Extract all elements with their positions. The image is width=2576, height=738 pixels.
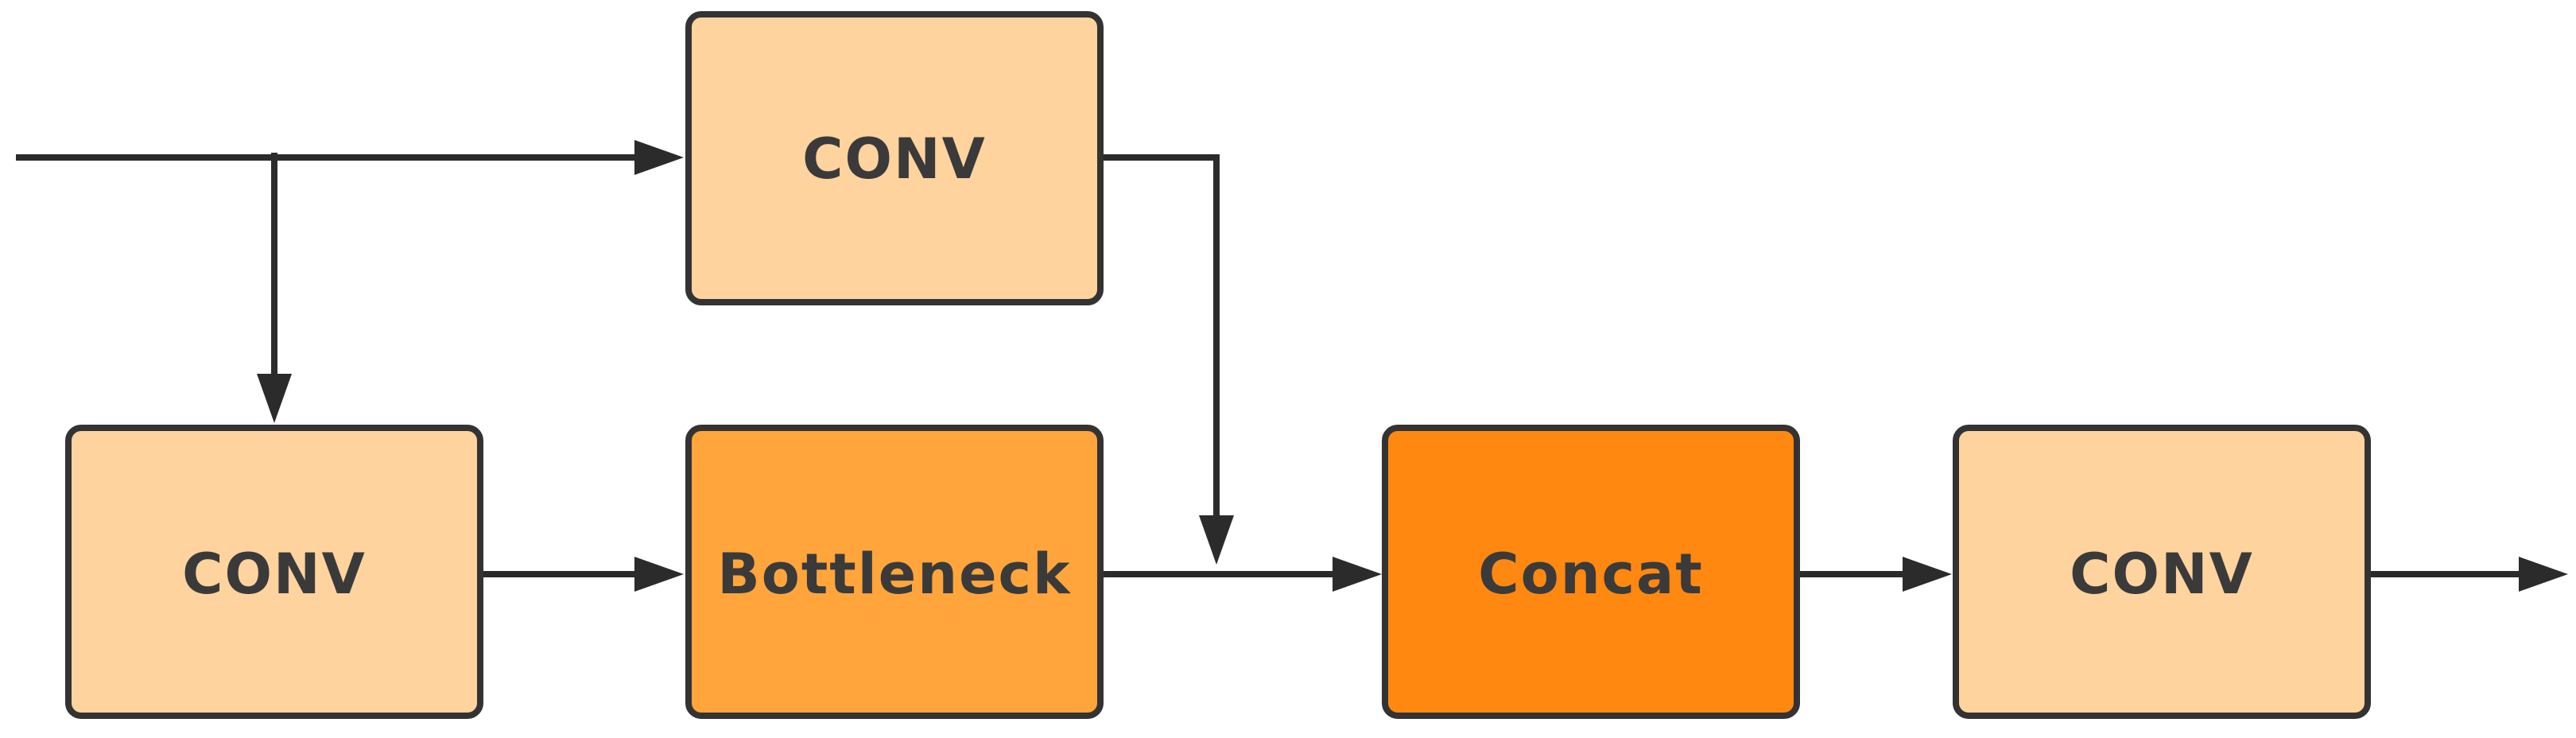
arrowhead-concat	[1333, 557, 1382, 592]
arrowhead-output	[2519, 557, 2568, 592]
concat-label: Concat	[1478, 542, 1704, 607]
conv-top-box	[685, 11, 1104, 305]
node-bottleneck: Bottleneck	[685, 425, 1104, 719]
conv-left-label: CONV	[182, 542, 367, 607]
arrowhead-conv-left	[257, 374, 292, 423]
conv-top-label: CONV	[802, 126, 987, 192]
node-conv-top: CONV	[685, 11, 1104, 305]
arrowhead-junction	[1199, 515, 1234, 565]
conv-right-label: CONV	[2070, 542, 2254, 607]
bottleneck-label: Bottleneck	[717, 542, 1071, 607]
node-conv-right: CONV	[1953, 425, 2371, 719]
node-concat: Concat	[1382, 425, 1800, 719]
edge-conv-top-to-junction	[1101, 154, 1220, 517]
conv-left-box	[65, 425, 483, 719]
conv-right-box	[1953, 425, 2371, 719]
concat-box	[1382, 425, 1800, 719]
arrowhead-conv-top	[634, 140, 684, 175]
arrowhead-bottleneck	[634, 557, 684, 592]
bottleneck-box	[685, 425, 1104, 719]
arrowhead-conv-right	[1903, 557, 1952, 592]
edges	[16, 140, 2568, 592]
node-conv-left: CONV	[65, 425, 483, 719]
